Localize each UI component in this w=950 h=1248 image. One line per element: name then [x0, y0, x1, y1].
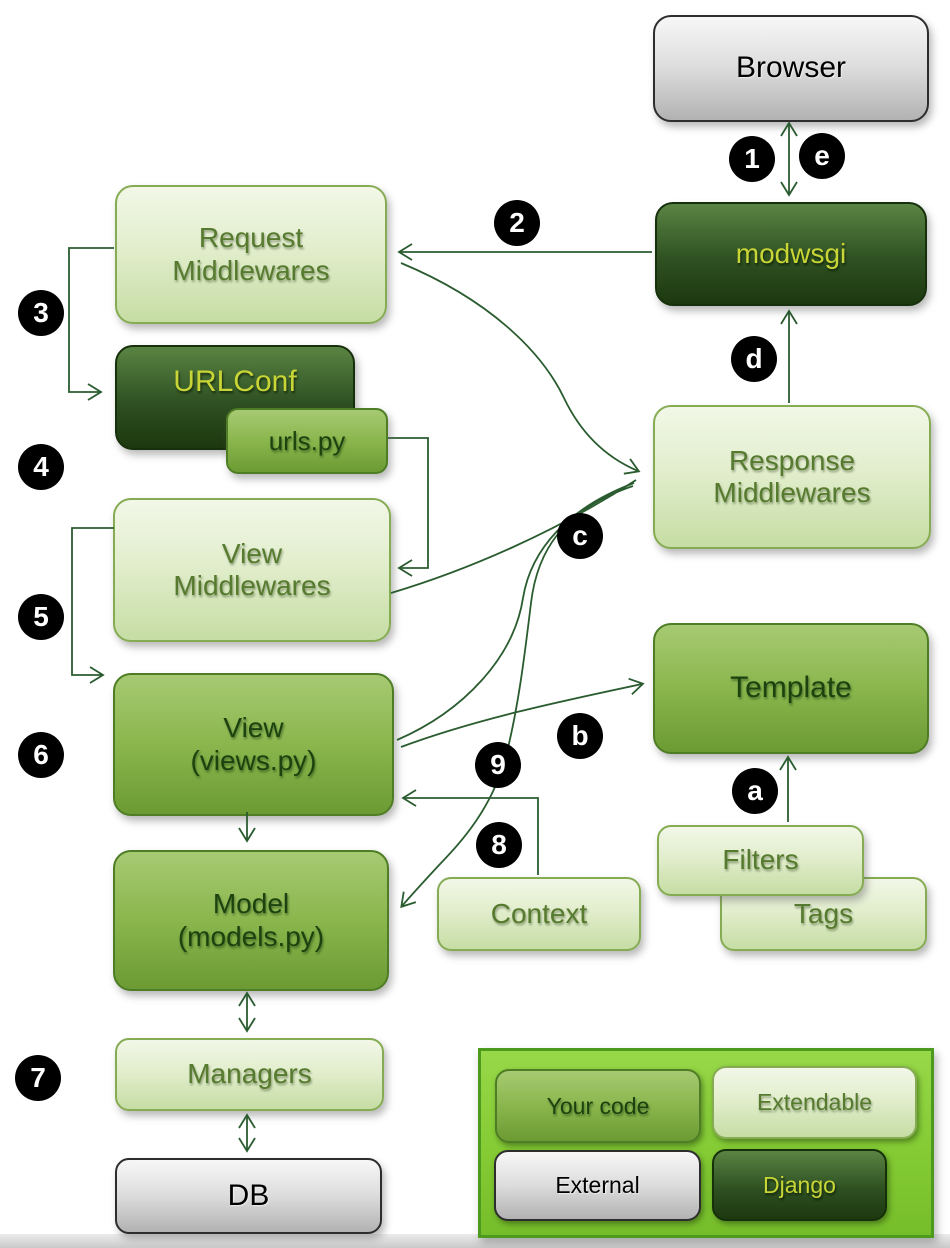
- node-view-label: View: [223, 712, 284, 744]
- node-browser-label: Browser: [735, 51, 847, 85]
- edge-view-middlewares-view: [71, 527, 114, 684]
- legend-item-django-label: Django: [763, 1171, 836, 1198]
- legend-item-your-code: Your code: [495, 1069, 701, 1143]
- badge-step-b: b: [557, 713, 603, 759]
- node-db-label: DB: [227, 1178, 270, 1212]
- badge-step-2: 2: [494, 200, 540, 246]
- node-managers-label: Managers: [187, 1058, 312, 1090]
- legend-panel: Your code Extendable External Django: [478, 1048, 934, 1238]
- node-model-label: Model: [212, 888, 290, 920]
- node-context-label: Context: [490, 897, 588, 929]
- edge-request-middlewares-response-middlewares: [400, 262, 641, 475]
- badge-step-1: 1: [729, 136, 775, 182]
- node-modwsgi-label: modwsgi: [735, 237, 847, 269]
- node-response-middlewares-label: Response: [728, 444, 856, 476]
- node-view-middlewares-label: View: [221, 537, 283, 569]
- node-template: Template: [653, 623, 929, 754]
- legend-item-extendable-label: Extendable: [756, 1089, 873, 1116]
- node-response-middlewares: Response Middlewares: [653, 405, 931, 549]
- badge-step-5: 5: [18, 594, 64, 640]
- node-urls-py: urls.py: [226, 408, 388, 474]
- badge-step-c: c: [557, 513, 603, 559]
- node-filters: Filters: [657, 825, 864, 896]
- node-view-middlewares: View Middlewares: [113, 498, 391, 642]
- node-view: View (views.py): [113, 673, 394, 816]
- node-managers: Managers: [115, 1038, 384, 1111]
- edge-view-template: [400, 677, 645, 748]
- badge-step-7: 7: [15, 1055, 61, 1101]
- node-response-middlewares-label2: Middlewares: [713, 477, 871, 508]
- badge-step-9: 9: [475, 742, 521, 788]
- badge-step-6: 6: [18, 732, 64, 778]
- node-view-label2: (views.py): [190, 744, 317, 776]
- badge-step-a: a: [732, 768, 778, 814]
- node-request-middlewares-label2: Middlewares: [172, 254, 330, 286]
- node-filters-label: Filters: [722, 844, 799, 876]
- badge-step-d: d: [731, 336, 777, 382]
- badge-step-3: 3: [18, 290, 64, 336]
- node-template-label: Template: [730, 671, 852, 705]
- node-request-middlewares-label: Request: [198, 222, 304, 254]
- node-context: Context: [437, 877, 641, 951]
- node-tags-label: Tags: [793, 897, 854, 929]
- node-db: DB: [115, 1158, 382, 1234]
- node-view-middlewares-label2: Middlewares: [173, 570, 331, 601]
- node-browser: Browser: [653, 15, 929, 122]
- badge-step-8: 8: [476, 822, 522, 868]
- legend-item-external: External: [494, 1150, 701, 1221]
- legend-item-django: Django: [712, 1149, 887, 1221]
- node-model: Model (models.py): [113, 850, 389, 991]
- legend-item-external-label: External: [555, 1172, 640, 1199]
- badge-step-4: 4: [18, 444, 64, 490]
- node-urls-py-label: urls.py: [268, 425, 346, 456]
- node-request-middlewares: Request Middlewares: [115, 185, 387, 324]
- edge-request-middlewares-urlconf: [68, 247, 114, 401]
- legend-item-extendable: Extendable: [712, 1066, 917, 1139]
- node-urlconf-label: URLConf: [173, 365, 297, 398]
- node-modwsgi: modwsgi: [655, 202, 927, 306]
- legend-item-your-code-label: Your code: [546, 1092, 650, 1119]
- badge-step-e: e: [799, 133, 845, 179]
- node-model-label2: (models.py): [177, 920, 325, 952]
